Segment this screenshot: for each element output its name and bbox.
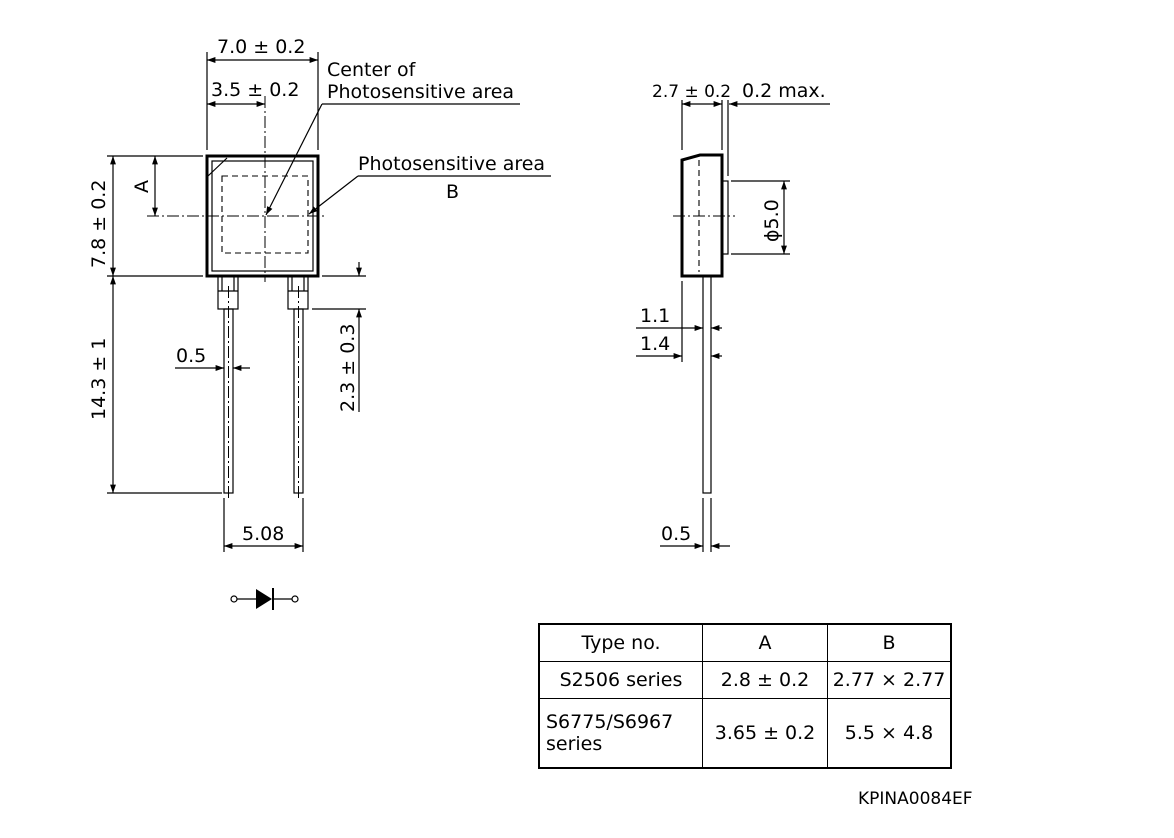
table-header-type: Type no.: [538, 623, 703, 662]
dim-1-1-label: 1.1: [640, 305, 670, 327]
front-view: 7.0 ± 0.2 3.5 ± 0.2 Center of Photosensi…: [88, 36, 551, 552]
table-header-a: A: [702, 623, 828, 662]
photodiode-symbol: [230, 588, 299, 610]
center-offset-label: 3.5 ± 0.2: [211, 79, 299, 101]
height-dimension-label: 7.8 ± 0.2: [88, 180, 110, 268]
side-lead: [702, 275, 712, 494]
area-callout-line1: Photosensitive area: [358, 153, 545, 175]
table-cell: 3.65 ± 0.2: [702, 698, 828, 769]
window-diameter-label: ϕ5.0: [761, 199, 783, 242]
center-callout-line1: Center of: [327, 59, 417, 81]
a-dimension-label: A: [131, 180, 153, 193]
lead-pitch-label: 5.08: [242, 523, 284, 545]
table-header-b: B: [827, 623, 952, 662]
side-view: 2.7 ± 0.2 0.2 max. ϕ5.0 1.1 1.4 0.5: [636, 80, 830, 552]
dim-1-4-label: 1.4: [640, 333, 670, 355]
table-cell: S2506 series: [538, 661, 703, 699]
table-row: S2506 series 2.8 ± 0.2 2.77 × 2.77: [538, 661, 952, 699]
table-cell: 5.5 × 4.8: [827, 698, 952, 769]
side-thickness-label: 2.7 ± 0.2: [652, 82, 731, 102]
center-callout-line2: Photosensitive area: [327, 81, 514, 103]
table-header-row: Type no. A B: [538, 623, 952, 662]
side-window: [721, 180, 729, 255]
window-max-label: 0.2 max.: [742, 80, 826, 102]
lead-length-label: 14.3 ± 1: [88, 338, 110, 420]
table-cell: 2.8 ± 0.2: [702, 661, 828, 699]
area-callout-line2: B: [446, 181, 459, 203]
type-table: Type no. A B S2506 series 2.8 ± 0.2 2.77…: [538, 623, 952, 769]
table-cell: 2.77 × 2.77: [827, 661, 952, 699]
drawing-code: KPINA0084EF: [858, 789, 973, 809]
lead-width-label: 0.5: [176, 345, 206, 367]
right-lead: [287, 275, 309, 500]
lead-step-label: 2.3 ± 0.3: [337, 324, 359, 412]
left-lead: [217, 275, 239, 500]
side-lead-width-label: 0.5: [661, 523, 691, 545]
width-dimension-label: 7.0 ± 0.2: [217, 36, 305, 58]
